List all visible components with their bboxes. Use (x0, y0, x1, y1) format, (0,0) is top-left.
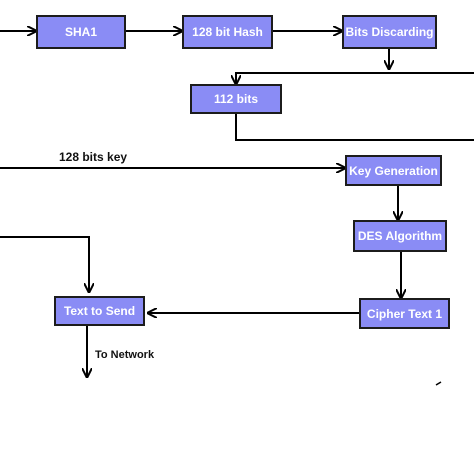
key-128-label: 128 bits key (59, 150, 128, 164)
bits-112-box: 112 bits (190, 84, 282, 114)
text-to-send-box: Text to Send (54, 296, 145, 326)
edge-discarding-to-112bits (236, 72, 474, 84)
des-algorithm-box: DES Algorithm (353, 220, 447, 252)
to-network-label: To Network (95, 349, 155, 361)
edge-112bits-to-keygen (235, 114, 474, 141)
bits-discarding-box: Bits Discarding (342, 15, 437, 49)
sha1-box: SHA1 (36, 15, 126, 49)
edge-input-to-textsend (0, 236, 89, 292)
cipher-text-box: Cipher Text 1 (359, 298, 450, 329)
key-generation-box: Key Generation (345, 155, 442, 186)
stray-mark (435, 381, 442, 386)
hash-128bit-box: 128 bit Hash (182, 15, 273, 49)
